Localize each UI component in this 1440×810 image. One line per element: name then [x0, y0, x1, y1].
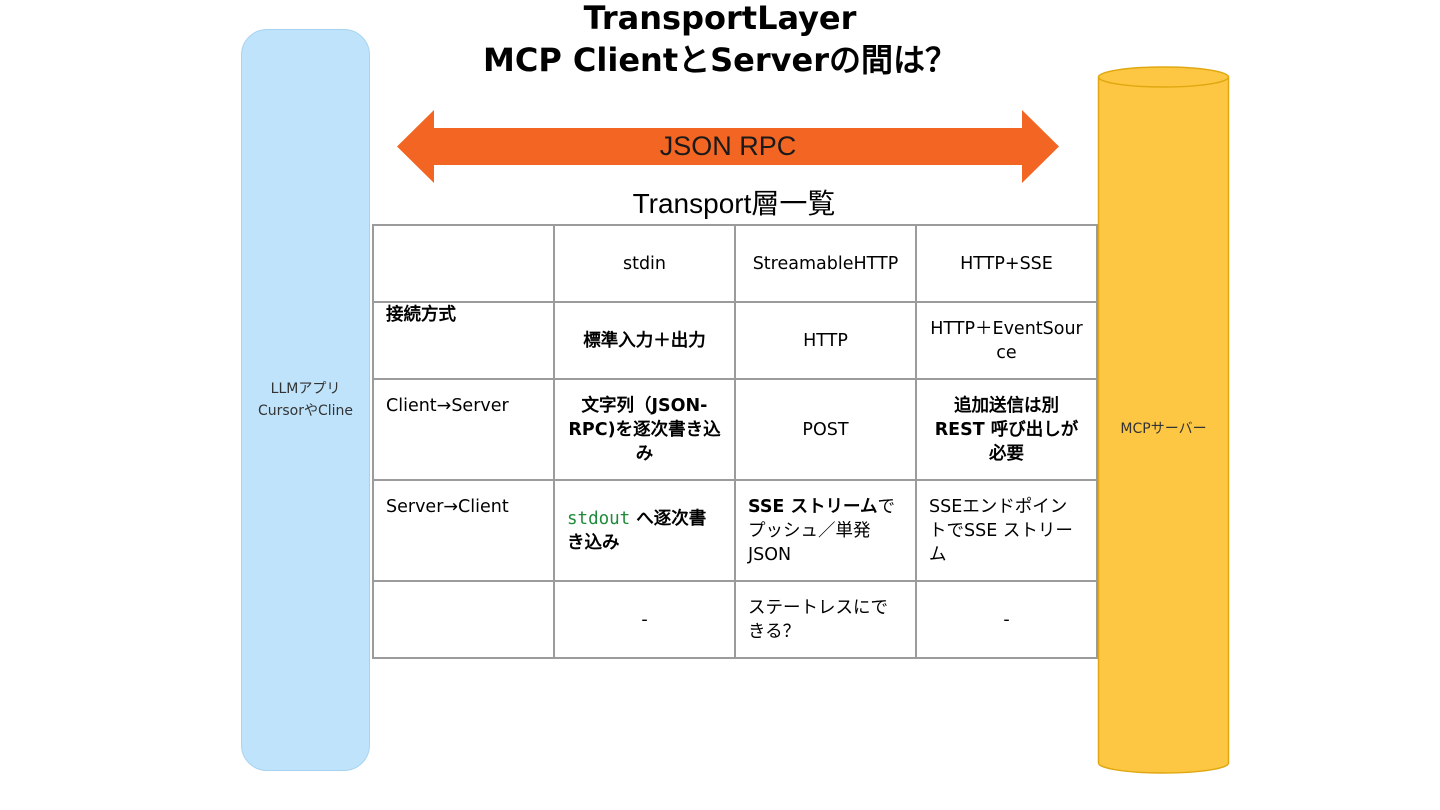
sse-stream-strong: SSE ストリーム: [748, 496, 878, 517]
cell-c2s-stdin: 文字列（JSON-RPC)を逐次書き込み: [553, 378, 736, 481]
cell-c2s-http-sse: 追加送信は別 REST 呼び出しが必要: [915, 378, 1098, 481]
cell-extra-streamablehttp: ステートレスにできる？: [734, 580, 917, 659]
cell-c2s-streamablehttp: POST: [734, 378, 917, 481]
row-label-empty: [372, 580, 555, 659]
llm-app-box: LLMアプリ CursorやCline: [241, 29, 370, 771]
row-label-connection: 接続方式: [372, 301, 555, 380]
cell-connection-http-sse: HTTP＋EventSource: [915, 301, 1098, 380]
json-rpc-label: JSON RPC: [659, 131, 797, 161]
row-label-server-to-client: Server→Client: [372, 479, 555, 582]
cell-s2c-http-sse: SSEエンドポイントでSSE ストリーム: [915, 479, 1098, 582]
json-rpc-double-arrow: [397, 110, 1059, 183]
header-cell-stdin: stdin: [553, 224, 736, 303]
stdout-code: stdout: [567, 508, 631, 529]
header-cell-http-sse: HTTP+SSE: [915, 224, 1098, 303]
row-label-client-to-server: Client→Server: [372, 378, 555, 481]
transport-table-caption: Transport層一覧: [632, 188, 836, 219]
slide-title: TransportLayer MCP ClientとServerの間は？: [0, 0, 1440, 81]
mcp-server-cylinder: MCPサーバー: [1097, 66, 1230, 774]
mcp-server-label: MCPサーバー: [1120, 421, 1206, 437]
cell-s2c-stdin-text: へ逐次書き込み: [567, 508, 707, 553]
cell-s2c-stdin: stdout へ逐次書き込み: [553, 479, 736, 582]
table-row: 接続方式 標準入力＋出力 HTTP HTTP＋EventSource: [372, 301, 1098, 380]
table-header-row: stdin StreamableHTTP HTTP+SSE: [372, 224, 1098, 303]
llm-app-label: LLMアプリ: [270, 381, 341, 397]
cell-s2c-streamablehttp: SSE ストリームでプッシュ／単発 JSON: [734, 479, 917, 582]
cell-s2c-streamablehttp-text: でプッシュ／単発 JSON: [748, 496, 895, 565]
table-row: Client→Server 文字列（JSON-RPC)を逐次書き込み POST …: [372, 378, 1098, 481]
cell-connection-stdin: 標準入力＋出力: [553, 301, 736, 380]
cell-extra-http-sse: -: [915, 580, 1098, 659]
llm-app-sublabel: CursorやCline: [257, 403, 354, 419]
title-line-2: MCP ClientとServerの間は？: [482, 41, 957, 79]
transport-comparison-table: stdin StreamableHTTP HTTP+SSE 接続方式 標準入力＋…: [372, 224, 1098, 659]
cell-connection-streamablehttp: HTTP: [734, 301, 917, 380]
table-row: - ステートレスにできる？ -: [372, 580, 1098, 659]
header-cell-streamablehttp: StreamableHTTP: [734, 224, 917, 303]
header-cell-empty: [372, 224, 555, 303]
cell-extra-stdin: -: [553, 580, 736, 659]
title-line-1: TransportLayer: [583, 0, 857, 37]
table-row: Server→Client stdout へ逐次書き込み SSE ストリームでプ…: [372, 479, 1098, 582]
